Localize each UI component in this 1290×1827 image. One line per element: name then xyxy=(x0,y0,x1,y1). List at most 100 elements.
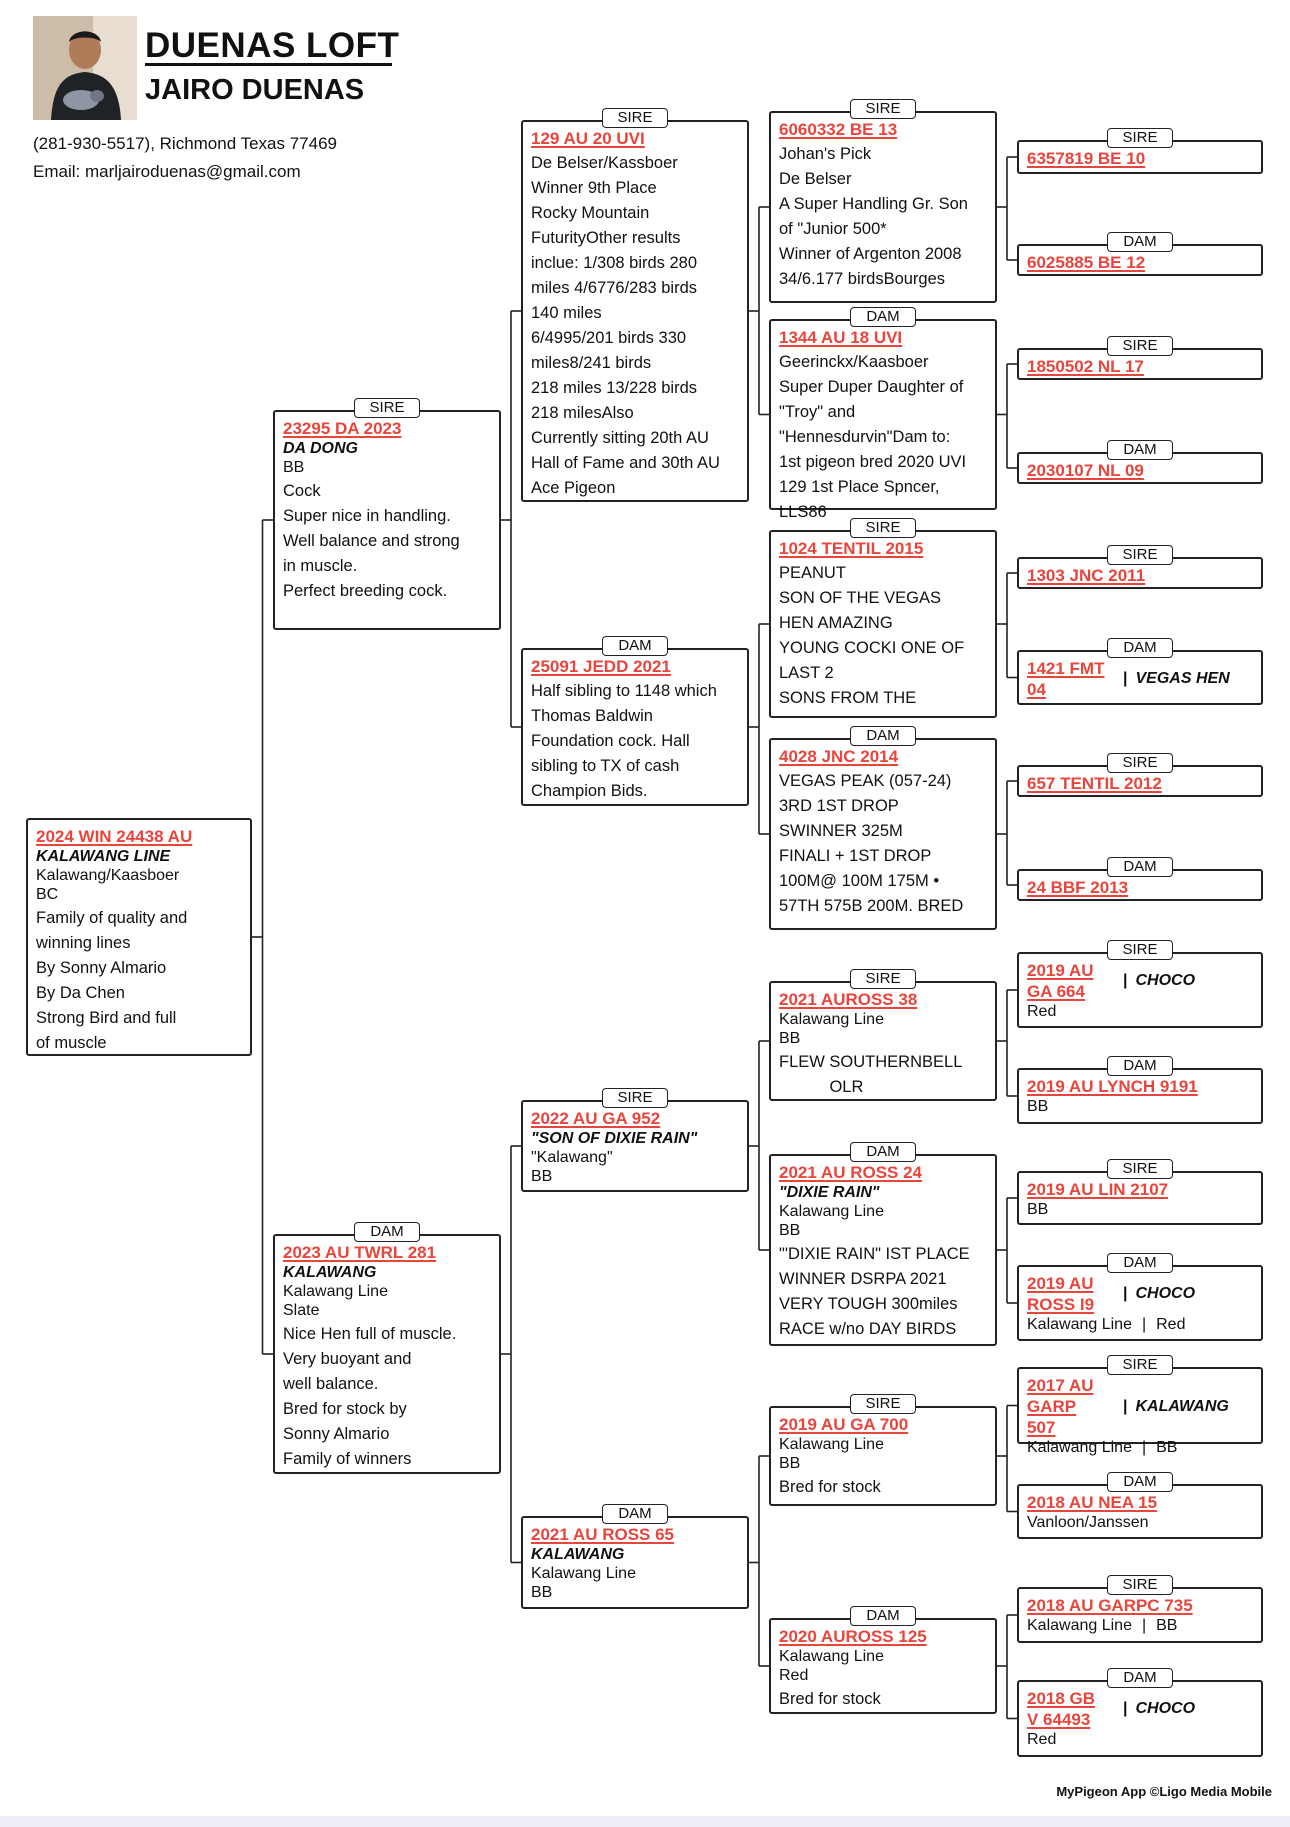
band-id[interactable]: 2018 GB V 64493 xyxy=(1027,1689,1096,1729)
sire-label: SIRE xyxy=(354,398,420,418)
card-id-row: 2017 AU GARP 507|KALAWANG xyxy=(1027,1375,1253,1438)
bird-name: CHOCO xyxy=(1135,1700,1196,1717)
dam-label: DAM xyxy=(602,1504,668,1524)
strain: Kalawang Line xyxy=(779,1203,884,1220)
band-id[interactable]: 2030107 NL 09 xyxy=(1027,461,1144,480)
card-id-block: 2018 GB V 64493 xyxy=(1027,1688,1105,1730)
band-id[interactable]: 1421 FMT 04 xyxy=(1027,659,1105,699)
band-id[interactable]: 2019 AU LIN 2107 xyxy=(1027,1180,1169,1199)
separator: | xyxy=(1141,1316,1147,1333)
band-id[interactable]: 23295 DA 2023 xyxy=(283,419,402,438)
band-id[interactable]: 2019 AU LYNCH 9191 xyxy=(1027,1077,1198,1096)
band-id[interactable]: 2017 AU GARP 507 xyxy=(1027,1376,1094,1437)
detail: Vanloon/Janssen xyxy=(1027,1514,1149,1531)
strain: Kalawang Line xyxy=(779,1011,884,1028)
band-id[interactable]: 129 AU 20 UVI xyxy=(531,129,645,148)
notes: Family of quality and winning lines By S… xyxy=(36,909,188,1052)
bird-name: "SON OF DIXIE RAIN" xyxy=(531,1130,698,1147)
band-id[interactable]: 24 BBF 2013 xyxy=(1027,878,1129,897)
detail: Red xyxy=(1027,1731,1057,1748)
pedigree-card-dsd: 2021 AU ROSS 24"DIXIE RAIN"Kalawang Line… xyxy=(769,1154,997,1346)
loft-name-underline xyxy=(145,63,392,66)
band-id[interactable]: 1344 AU 18 UVI xyxy=(779,328,903,347)
band-id[interactable]: 6025885 BE 12 xyxy=(1027,253,1146,272)
owner-photo xyxy=(33,16,137,120)
band-id[interactable]: 2019 AU ROSS I9 xyxy=(1027,1274,1095,1314)
band-id[interactable]: 1024 TENTIL 2015 xyxy=(779,539,924,558)
notes: FLEW SOUTHERNBELL OLR xyxy=(779,1053,963,1096)
card-id-block: 2019 AU ROSS I9 xyxy=(1027,1273,1105,1315)
sire-label: SIRE xyxy=(1107,1575,1173,1595)
footer-credit: MyPigeon App ©Ligo Media Mobile xyxy=(1056,1784,1272,1799)
dam-label: DAM xyxy=(1107,440,1173,460)
notes: Johan's Pick De Belser A Super Handling … xyxy=(779,145,968,288)
separator: | xyxy=(1123,972,1128,989)
band-id[interactable]: 6060332 BE 13 xyxy=(779,120,898,139)
separator: | xyxy=(1123,1285,1128,1302)
band-id[interactable]: 6357819 BE 10 xyxy=(1027,149,1146,168)
band-id[interactable]: 2021 AUROSS 38 xyxy=(779,990,918,1009)
sire-label: SIRE xyxy=(602,1088,668,1108)
separator: | xyxy=(1141,1439,1147,1456)
sire-label: SIRE xyxy=(850,518,916,538)
band-id[interactable]: 2021 AU ROSS 24 xyxy=(779,1163,922,1182)
detail: Kalawang Line xyxy=(1027,1439,1132,1456)
notes: VEGAS PEAK (057-24) 3RD 1ST DROP SWINNER… xyxy=(779,772,964,915)
band-id[interactable]: 2019 AU GA 700 xyxy=(779,1415,909,1434)
dam-label: DAM xyxy=(1107,232,1173,252)
loft-name: DUENAS LOFT xyxy=(145,26,400,65)
color: BB xyxy=(779,1222,801,1239)
pedigree-card-dddd: 2018 GB V 64493 | CHOCO Red xyxy=(1017,1680,1263,1757)
dam-label: DAM xyxy=(1107,1253,1173,1273)
sire-label: SIRE xyxy=(1107,1159,1173,1179)
band-id[interactable]: 1850502 NL 17 xyxy=(1027,357,1144,376)
band-id[interactable]: 2022 AU GA 952 xyxy=(531,1109,661,1128)
band-id[interactable]: 2019 AU GA 664 xyxy=(1027,961,1094,1001)
strain: Kalawang Line xyxy=(779,1648,884,1665)
dam-label: DAM xyxy=(1107,1668,1173,1688)
detail: Kalawang Line xyxy=(1027,1316,1132,1333)
strain: Kalawang Line xyxy=(283,1283,388,1300)
strain: "Kalawang" xyxy=(531,1149,613,1166)
band-id[interactable]: 2018 AU GARPC 735 xyxy=(1027,1596,1193,1615)
band-id[interactable]: 2018 AU NEA 15 xyxy=(1027,1493,1158,1512)
band-id[interactable]: 1303 JNC 2011 xyxy=(1027,566,1146,585)
band-id[interactable]: 2024 WIN 24438 AU xyxy=(36,827,193,846)
pedigree-card-sssd: 6025885 BE 12 xyxy=(1017,244,1263,276)
detail-row: Kalawang Line|Red xyxy=(1027,1315,1253,1334)
color: BB xyxy=(283,459,305,476)
bird-name: KALAWANG xyxy=(1135,1397,1229,1415)
separator: | xyxy=(1123,1700,1128,1717)
notes: PEANUT SON OF THE VEGAS HEN AMAZING YOUN… xyxy=(779,564,965,707)
sire-label: SIRE xyxy=(850,969,916,989)
band-id[interactable]: 2020 AUROSS 125 xyxy=(779,1627,927,1646)
band-id[interactable]: 2023 AU TWRL 281 xyxy=(283,1243,437,1262)
bird-name: KALAWANG xyxy=(531,1546,625,1563)
sire-label: SIRE xyxy=(602,108,668,128)
band-id[interactable]: 2021 AU ROSS 65 xyxy=(531,1525,674,1544)
notes: Half sibling to 1148 which Thomas Baldwi… xyxy=(531,682,717,800)
strain: Kalawang Line xyxy=(531,1565,636,1582)
detail: BB xyxy=(1156,1439,1178,1456)
card-id-row: 1421 FMT 04|VEGAS HEN xyxy=(1027,658,1253,700)
sire-label: SIRE xyxy=(850,1394,916,1414)
band-id[interactable]: 4028 JNC 2014 xyxy=(779,747,899,766)
detail-row: Kalawang Line | BB xyxy=(1027,1438,1253,1457)
band-id[interactable]: 25091 JEDD 2021 xyxy=(531,657,671,676)
card-id-block: 2019 AU GA 664 xyxy=(1027,960,1105,1002)
color: BB xyxy=(531,1168,553,1185)
color: Red xyxy=(779,1667,809,1684)
band-id[interactable]: 657 TENTIL 2012 xyxy=(1027,774,1162,793)
color: BB xyxy=(779,1455,801,1472)
sire-label: SIRE xyxy=(1107,940,1173,960)
